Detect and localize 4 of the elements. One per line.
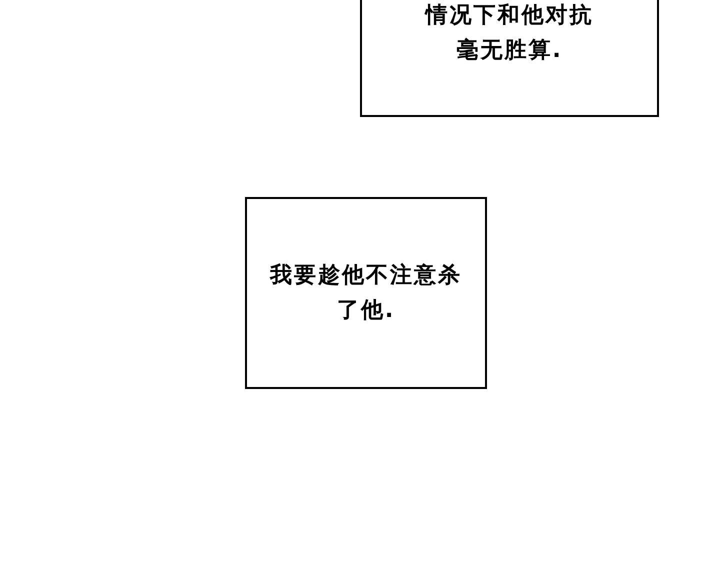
caption-box xyxy=(360,0,659,117)
narration-text: 情况下和他对抗毫无胜算. xyxy=(424,2,594,65)
caption-box xyxy=(245,197,487,389)
narration-text: 我要趁他不注意杀了他. xyxy=(268,262,463,325)
